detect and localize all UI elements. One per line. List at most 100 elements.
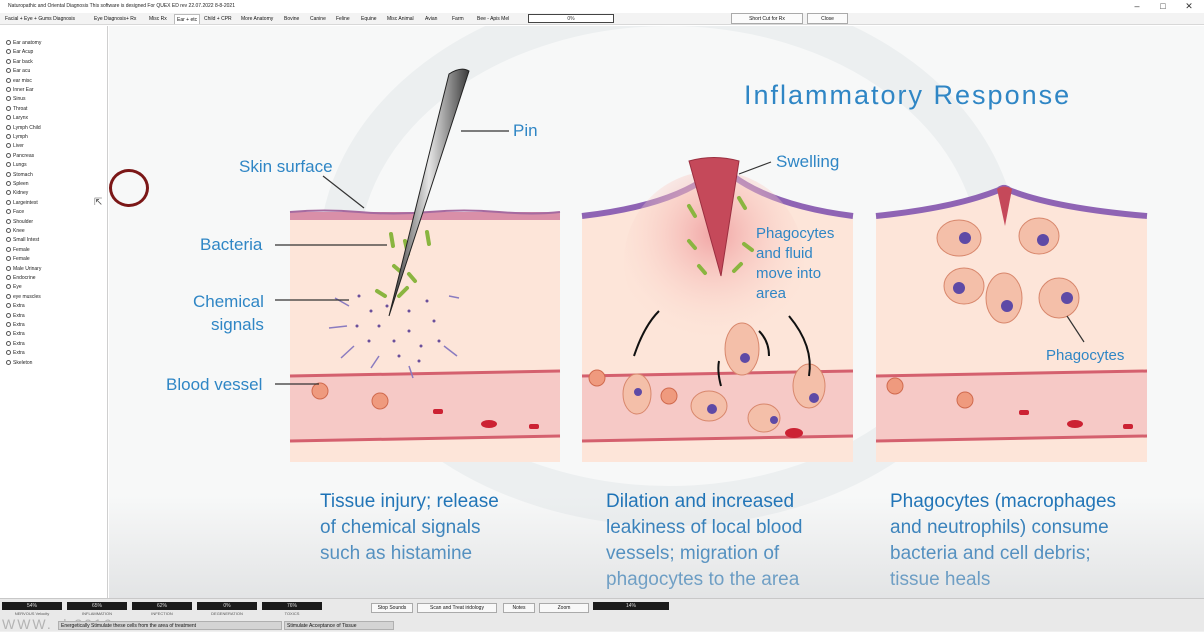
sidebar-radio-item[interactable]: Small Intest bbox=[6, 236, 39, 245]
stop-sounds-button[interactable]: Stop Sounds bbox=[371, 603, 413, 613]
radio-button-icon[interactable] bbox=[6, 293, 11, 299]
tab-more-anatomy[interactable]: More Anatomy bbox=[241, 16, 274, 22]
radio-button-icon[interactable] bbox=[6, 124, 11, 130]
tab-eye-diagnosis[interactable]: Eye Diagnosis+ Rx bbox=[94, 16, 137, 22]
sidebar-radio-item[interactable]: Extra bbox=[6, 321, 25, 330]
sidebar-radio-item[interactable]: Eye bbox=[6, 283, 22, 292]
sidebar-radio-item[interactable]: Shoulder bbox=[6, 218, 33, 227]
close-window-icon[interactable]: ✕ bbox=[1185, 1, 1193, 11]
blood-cell bbox=[956, 391, 974, 409]
skin-surface-line bbox=[289, 209, 561, 215]
sidebar-radio-item[interactable]: Knee bbox=[6, 227, 25, 236]
sidebar-radio-item[interactable]: Larynx bbox=[6, 114, 28, 123]
radio-button-icon[interactable] bbox=[6, 303, 11, 309]
sidebar-radio-item[interactable]: Female bbox=[6, 255, 30, 264]
radio-button-icon[interactable] bbox=[6, 284, 11, 290]
gauge-label: TOXICS bbox=[284, 611, 300, 616]
radio-button-icon[interactable] bbox=[6, 322, 11, 327]
sidebar-radio-item[interactable]: Throat bbox=[6, 105, 27, 114]
scan-treat-button[interactable]: Scan and Treat iridology bbox=[417, 603, 497, 613]
sidebar-radio-item[interactable]: Inner Ear bbox=[6, 86, 34, 95]
tab-facial-eye-gums[interactable]: Facial + Eye + Gums Diagnosis bbox=[5, 16, 76, 22]
sidebar-radio-item[interactable]: Ear acu bbox=[6, 67, 30, 76]
sidebar-radio-item[interactable]: Female bbox=[6, 246, 30, 255]
sidebar-radio-item[interactable]: ear misc bbox=[6, 77, 32, 86]
tab-equine[interactable]: Equine bbox=[361, 16, 377, 22]
sidebar-radio-item[interactable]: Kidney bbox=[6, 189, 28, 198]
notes-button[interactable]: Notes bbox=[503, 603, 535, 613]
close-button[interactable]: Close bbox=[807, 13, 848, 24]
sidebar-radio-item[interactable]: Lymph Child bbox=[6, 124, 41, 133]
maximize-icon[interactable]: □ bbox=[1160, 1, 1166, 11]
radio-button-icon[interactable] bbox=[6, 359, 11, 365]
tab-ear-etc[interactable]: Ear + etc bbox=[174, 14, 201, 24]
radio-button-icon[interactable] bbox=[6, 87, 11, 92]
sidebar-radio-item[interactable]: eye muscles bbox=[6, 293, 41, 302]
sidebar-radio-item[interactable]: Male Urinary bbox=[6, 265, 41, 274]
radio-button-icon[interactable] bbox=[6, 171, 11, 177]
sidebar-radio-item[interactable]: Extra bbox=[6, 330, 25, 339]
sidebar-radio-item[interactable]: Largeintest bbox=[6, 199, 38, 208]
radio-button-icon[interactable] bbox=[6, 105, 11, 111]
tab-farm[interactable]: Farm bbox=[452, 16, 464, 22]
radio-button-icon[interactable] bbox=[6, 256, 11, 262]
radio-button-icon[interactable] bbox=[6, 199, 11, 205]
sidebar-radio-item[interactable]: Liver bbox=[6, 142, 24, 151]
radio-button-icon[interactable] bbox=[6, 96, 11, 102]
sidebar-radio-item[interactable]: Lungs bbox=[6, 161, 27, 170]
zoom-button[interactable]: Zoom bbox=[539, 603, 589, 613]
sidebar-radio-item[interactable]: Ear anatomy bbox=[6, 39, 41, 48]
tab-misc-animal[interactable]: Misc Animal bbox=[387, 16, 414, 22]
sidebar-radio-item[interactable]: Face bbox=[6, 208, 24, 217]
radio-button-icon[interactable] bbox=[6, 237, 11, 243]
minimize-icon[interactable]: – bbox=[1134, 1, 1140, 11]
sidebar-item-label: Skeleton bbox=[13, 359, 33, 366]
radio-button-icon[interactable] bbox=[6, 228, 11, 233]
radio-button-icon[interactable] bbox=[6, 246, 11, 252]
sidebar-radio-item[interactable]: Lymph bbox=[6, 133, 28, 142]
sidebar-radio-item[interactable]: Extra bbox=[6, 302, 25, 311]
radio-button-icon[interactable] bbox=[6, 312, 11, 318]
short-cut-rx-button[interactable]: Short Cut for Rx bbox=[731, 13, 803, 24]
radio-button-icon[interactable] bbox=[6, 209, 11, 215]
radio-button-icon[interactable] bbox=[6, 49, 11, 55]
radio-button-icon[interactable] bbox=[6, 265, 11, 271]
sidebar-item-label: Inner Ear bbox=[13, 87, 34, 93]
radio-button-icon[interactable] bbox=[6, 350, 11, 356]
radio-button-icon[interactable] bbox=[6, 190, 11, 196]
sidebar-radio-item[interactable]: Ear Acup bbox=[6, 48, 33, 57]
radio-button-icon[interactable] bbox=[6, 143, 11, 149]
radio-button-icon[interactable] bbox=[6, 77, 11, 83]
sidebar-radio-item[interactable]: Extra bbox=[6, 340, 25, 349]
radio-button-icon[interactable] bbox=[6, 162, 11, 168]
radio-button-icon[interactable] bbox=[6, 40, 11, 45]
radio-button-icon[interactable] bbox=[6, 340, 11, 346]
tab-misc-rx[interactable]: Misc Rx bbox=[149, 16, 167, 22]
radio-button-icon[interactable] bbox=[6, 331, 11, 337]
radio-button-icon[interactable] bbox=[6, 275, 11, 280]
radio-button-icon[interactable] bbox=[6, 218, 11, 224]
tab-avian[interactable]: Avian bbox=[425, 16, 438, 22]
tab-child-cpr[interactable]: Child + CPR bbox=[204, 16, 232, 22]
tab-canine[interactable]: Canine bbox=[310, 16, 326, 22]
tab-bee-apis[interactable]: Bee - Apis Mel bbox=[477, 16, 510, 22]
radio-button-icon[interactable] bbox=[6, 152, 11, 158]
healing-wound bbox=[997, 186, 1012, 226]
sidebar-radio-item[interactable]: Extra bbox=[6, 312, 25, 321]
radio-button-icon[interactable] bbox=[6, 134, 11, 139]
radio-button-icon[interactable] bbox=[6, 181, 11, 186]
radio-button-icon[interactable] bbox=[6, 58, 11, 64]
sidebar-radio-item[interactable]: Spleen bbox=[6, 180, 29, 189]
sidebar-radio-item[interactable]: Stomach bbox=[6, 171, 33, 180]
radio-button-icon[interactable] bbox=[6, 115, 11, 121]
sidebar-radio-item[interactable]: Sinus bbox=[6, 95, 26, 104]
sidebar-radio-item[interactable]: Ear back bbox=[6, 58, 33, 67]
tab-bovine[interactable]: Bovine bbox=[284, 16, 300, 22]
sidebar-radio-item[interactable]: Pancreas bbox=[6, 152, 34, 161]
tab-feline[interactable]: Feline bbox=[336, 16, 350, 22]
sidebar-radio-item[interactable]: Skeleton bbox=[6, 359, 32, 368]
phagocyte-nuclei bbox=[953, 232, 1073, 312]
radio-button-icon[interactable] bbox=[6, 68, 11, 74]
sidebar-radio-item[interactable]: Endocrine bbox=[6, 274, 36, 283]
sidebar-radio-item[interactable]: Extra bbox=[6, 349, 25, 358]
